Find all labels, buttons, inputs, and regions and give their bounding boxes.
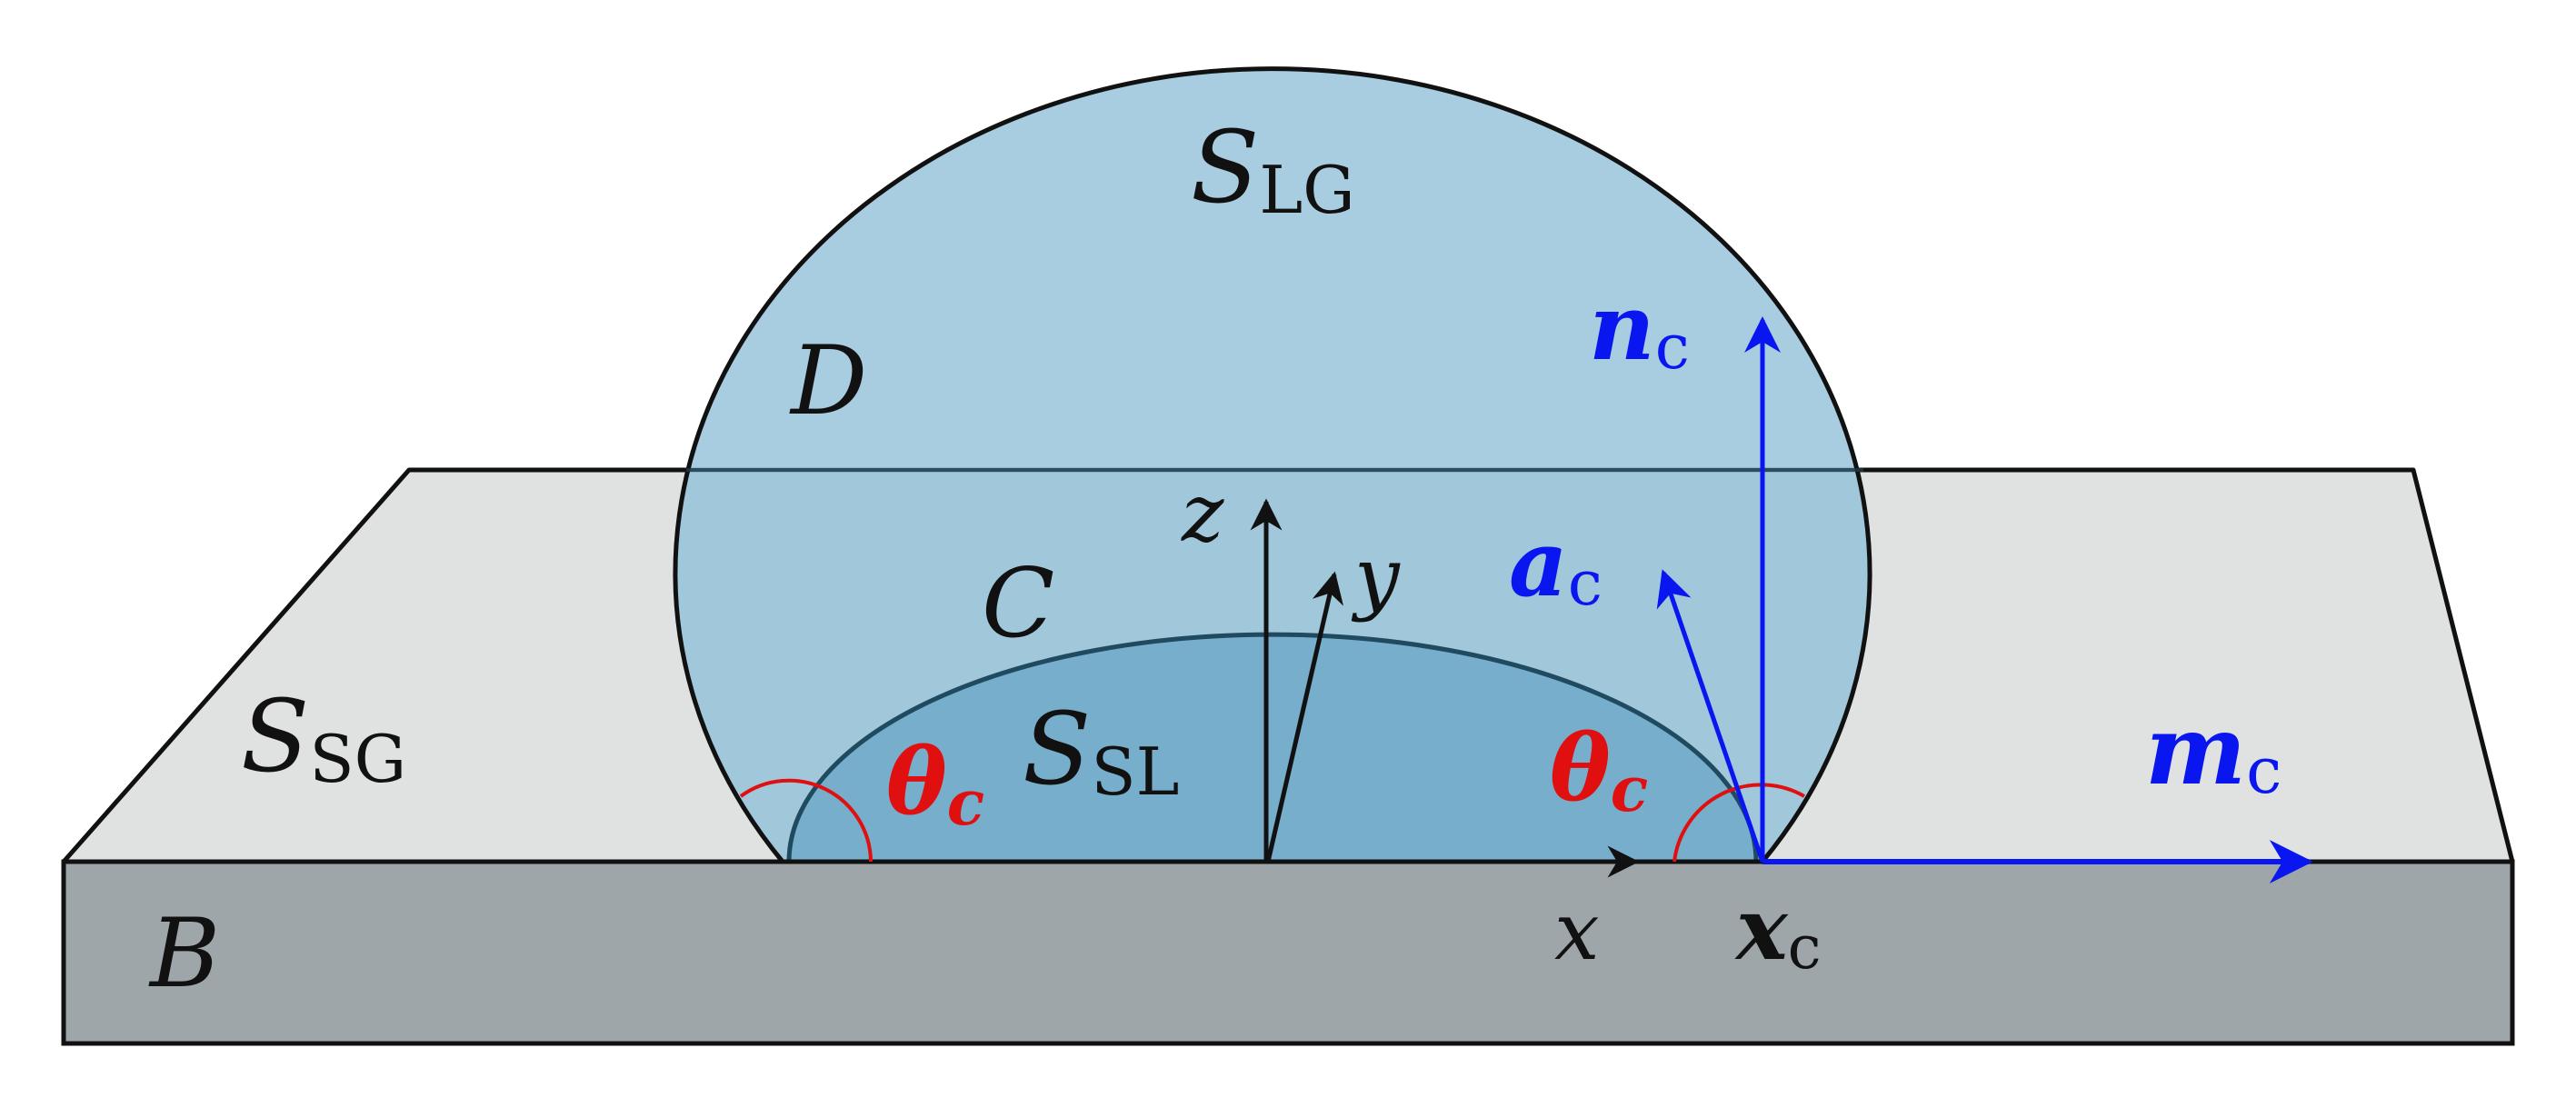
y-axis-arrow <box>1265 571 1343 863</box>
label-theta-right: θc <box>1550 714 1648 826</box>
label-d: D <box>789 325 867 436</box>
label-a-c: ac <box>1509 510 1603 620</box>
contact-angle-arc-right <box>1672 783 1805 863</box>
label-c: C <box>982 548 1054 659</box>
a-c-vector <box>1656 569 1765 863</box>
label-s-sg: SSG <box>241 678 406 797</box>
label-s-lg: SLG <box>1191 109 1355 228</box>
droplet-body <box>673 66 1872 864</box>
contact-angle-arc-left <box>739 778 873 863</box>
label-theta-left: θc <box>886 728 984 840</box>
substrate-front-face <box>61 859 2515 1046</box>
label-y: y <box>1351 530 1401 624</box>
label-n-c: nc <box>1589 274 1690 384</box>
label-b: B <box>148 898 220 1009</box>
label-s-sl: SSL <box>1023 691 1180 810</box>
label-z: z <box>1181 466 1224 560</box>
label-m-c: mc <box>2145 694 2281 808</box>
contact-area <box>786 632 1759 864</box>
label-x: x <box>1554 884 1600 978</box>
label-x-c: xc <box>1734 879 1822 983</box>
